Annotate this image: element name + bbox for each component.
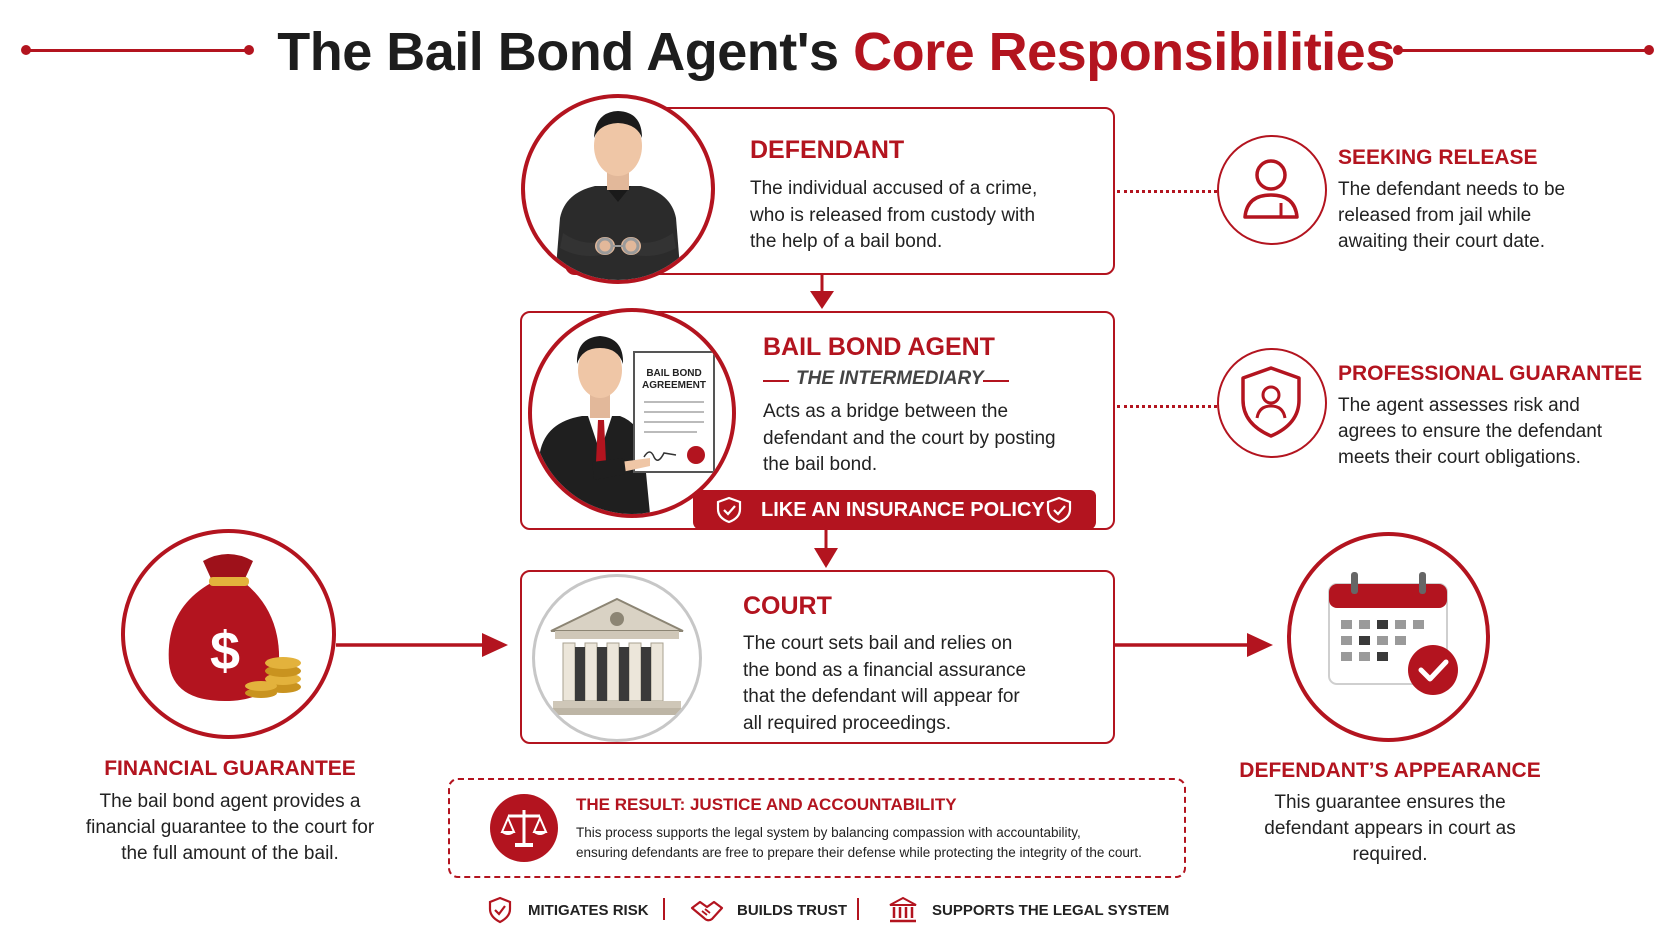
courthouse-icon — [547, 597, 687, 715]
connector-seeking-release — [1117, 190, 1217, 193]
insurance-policy-banner: LIKE AN INSURANCE POLICY — [693, 490, 1096, 530]
footer-separator-2 — [857, 898, 859, 920]
document-label-2: AGREEMENT — [642, 380, 706, 391]
result-text-line-2: ensuring defendants are free to prepare … — [576, 845, 1142, 860]
title-prefix: The Bail Bond Agent's — [277, 22, 839, 82]
arrow-down-1 — [810, 275, 834, 309]
connector-professional-guarantee — [1117, 405, 1217, 408]
court-portrait — [532, 574, 702, 742]
calendar-badge — [1287, 532, 1490, 742]
footer-separator-1 — [663, 898, 665, 920]
seeking-release-text: The defendant needs to be released from … — [1338, 179, 1566, 252]
appearance-title: DEFENDANT’S APPEARANCE — [1239, 759, 1541, 782]
page-title: The Bail Bond Agent's Core Responsibilit… — [0, 18, 1672, 86]
money-bag-badge: $ — [121, 529, 336, 739]
shield-person-icon — [1241, 366, 1301, 438]
court-text: The court sets bail and relies on the bo… — [743, 633, 1027, 734]
person-icon — [1243, 159, 1299, 219]
financial-guarantee-title: FINANCIAL GUARANTEE — [104, 757, 356, 780]
svg-text:$: $ — [210, 621, 240, 681]
result-text-line-1: This process supports the legal system b… — [576, 825, 1081, 840]
defendant-portrait — [521, 94, 715, 284]
professional-guarantee-title: PROFESSIONAL GUARANTEE — [1338, 362, 1643, 385]
shield-check-icon — [488, 896, 512, 924]
shield-check-icon — [716, 496, 742, 524]
footer-supports-legal-system: SUPPORTS THE LEGAL SYSTEM — [932, 902, 1170, 919]
agent-portrait: BAIL BOND AGREEMENT — [528, 308, 736, 518]
arrow-right-2 — [1115, 633, 1273, 657]
scales-icon — [490, 794, 558, 862]
money-bag-icon: $ — [168, 554, 301, 701]
agent-subtitle-row: THE INTERMEDIARY — [763, 368, 1023, 392]
professional-guarantee-badge — [1217, 348, 1327, 458]
professional-guarantee-text: The agent assesses risk and agrees to en… — [1338, 395, 1603, 468]
result-title: THE RESULT: JUSTICE AND ACCOUNTABILITY — [576, 795, 957, 814]
title-row: The Bail Bond Agent's Core Responsibilit… — [0, 18, 1672, 90]
footer-builds-trust: BUILDS TRUST — [737, 902, 847, 919]
defendant-text: The individual accused of a crime, who i… — [750, 178, 1038, 252]
agent-subtitle: THE INTERMEDIARY — [796, 368, 984, 389]
seeking-release-title: SEEKING RELEASE — [1338, 146, 1538, 169]
financial-guarantee-text: The bail bond agent provides a financial… — [85, 791, 375, 864]
agent-title: BAIL BOND AGENT — [763, 333, 995, 361]
court-title: COURT — [743, 592, 832, 620]
agent-text: Acts as a bridge between the defendant a… — [763, 401, 1056, 475]
calendar-check-icon — [1328, 572, 1458, 695]
title-line-right — [1393, 45, 1654, 55]
title-line-left — [21, 45, 254, 55]
seeking-release-badge — [1217, 135, 1327, 245]
bank-icon — [889, 896, 917, 923]
shield-check-icon — [1046, 496, 1072, 524]
result-box: THE RESULT: JUSTICE AND ACCOUNTABILITY T… — [448, 778, 1186, 878]
insurance-policy-label: LIKE AN INSURANCE POLICY — [761, 499, 1045, 521]
result-text: This process supports the legal system b… — [576, 823, 1142, 863]
title-accent: Core Responsibilities — [853, 22, 1395, 82]
footer-mitigates-risk: MITIGATES RISK — [528, 902, 649, 919]
defendant-title: DEFENDANT — [750, 136, 905, 164]
arrow-right-1 — [336, 633, 508, 657]
handshake-icon — [690, 900, 724, 922]
document-label-1: BAIL BOND — [646, 368, 701, 379]
arrow-down-2 — [814, 530, 838, 568]
appearance-text: This guarantee ensures the defendant app… — [1264, 792, 1516, 865]
